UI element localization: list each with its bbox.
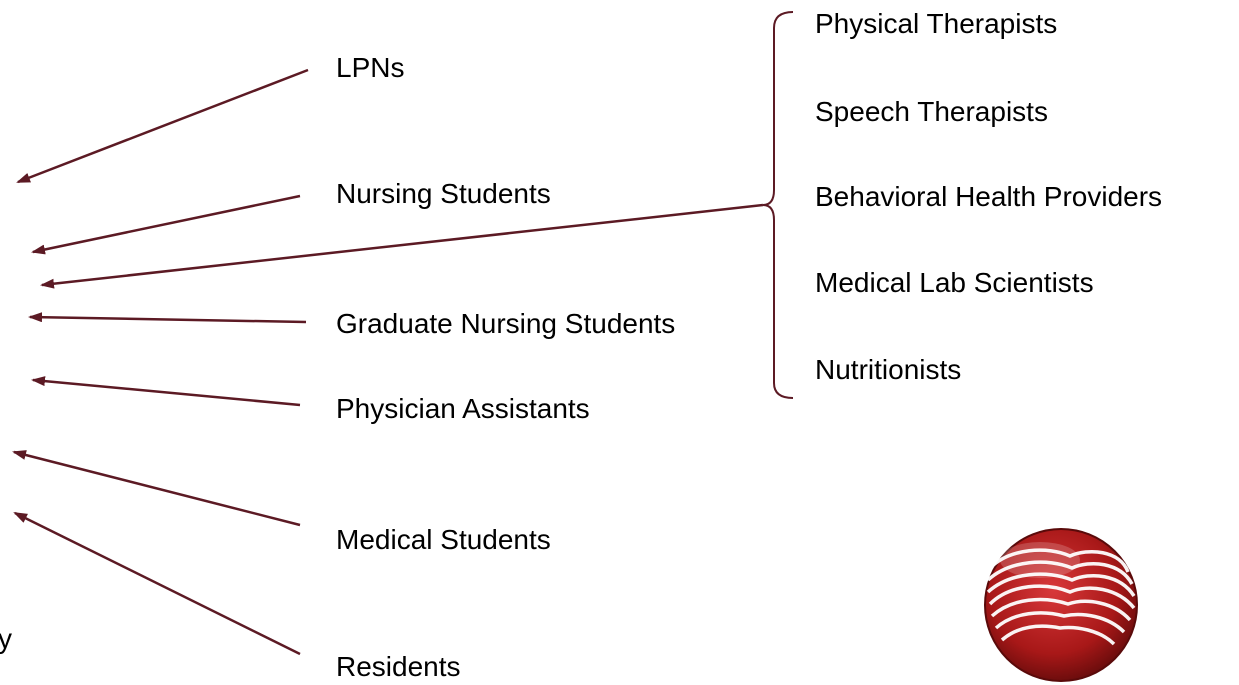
arrow-bracket-group xyxy=(40,203,764,289)
label-medical-students: Medical Students xyxy=(336,524,551,555)
label-speech-therapists: Speech Therapists xyxy=(815,96,1048,127)
label-nursing-students: Nursing Students xyxy=(336,178,551,209)
arrow-lpns xyxy=(16,68,309,184)
arrow-medical-students xyxy=(12,450,301,527)
arrow-residents xyxy=(13,511,301,656)
label-medical-lab-scientists: Medical Lab Scientists xyxy=(815,267,1094,298)
arrow-nursing-students xyxy=(31,194,301,255)
label-physical-therapists: Physical Therapists xyxy=(815,8,1058,39)
arrow-physician-assistants xyxy=(31,376,301,407)
arrow-graduate-nursing-students xyxy=(28,312,307,324)
label-nutritionists: Nutritionists xyxy=(815,354,962,385)
label-graduate-nursing-students: Graduate Nursing Students xyxy=(336,308,676,339)
label-residents: Residents xyxy=(336,651,461,682)
label-physician-assistants: Physician Assistants xyxy=(336,393,590,424)
profile-heads-logo-icon xyxy=(984,528,1138,682)
curly-bracket xyxy=(762,11,794,399)
label-behavioral-health-providers: Behavioral Health Providers xyxy=(815,181,1163,212)
label-lpns: LPNs xyxy=(336,52,405,83)
cropped-text-fragment: y xyxy=(0,623,12,654)
